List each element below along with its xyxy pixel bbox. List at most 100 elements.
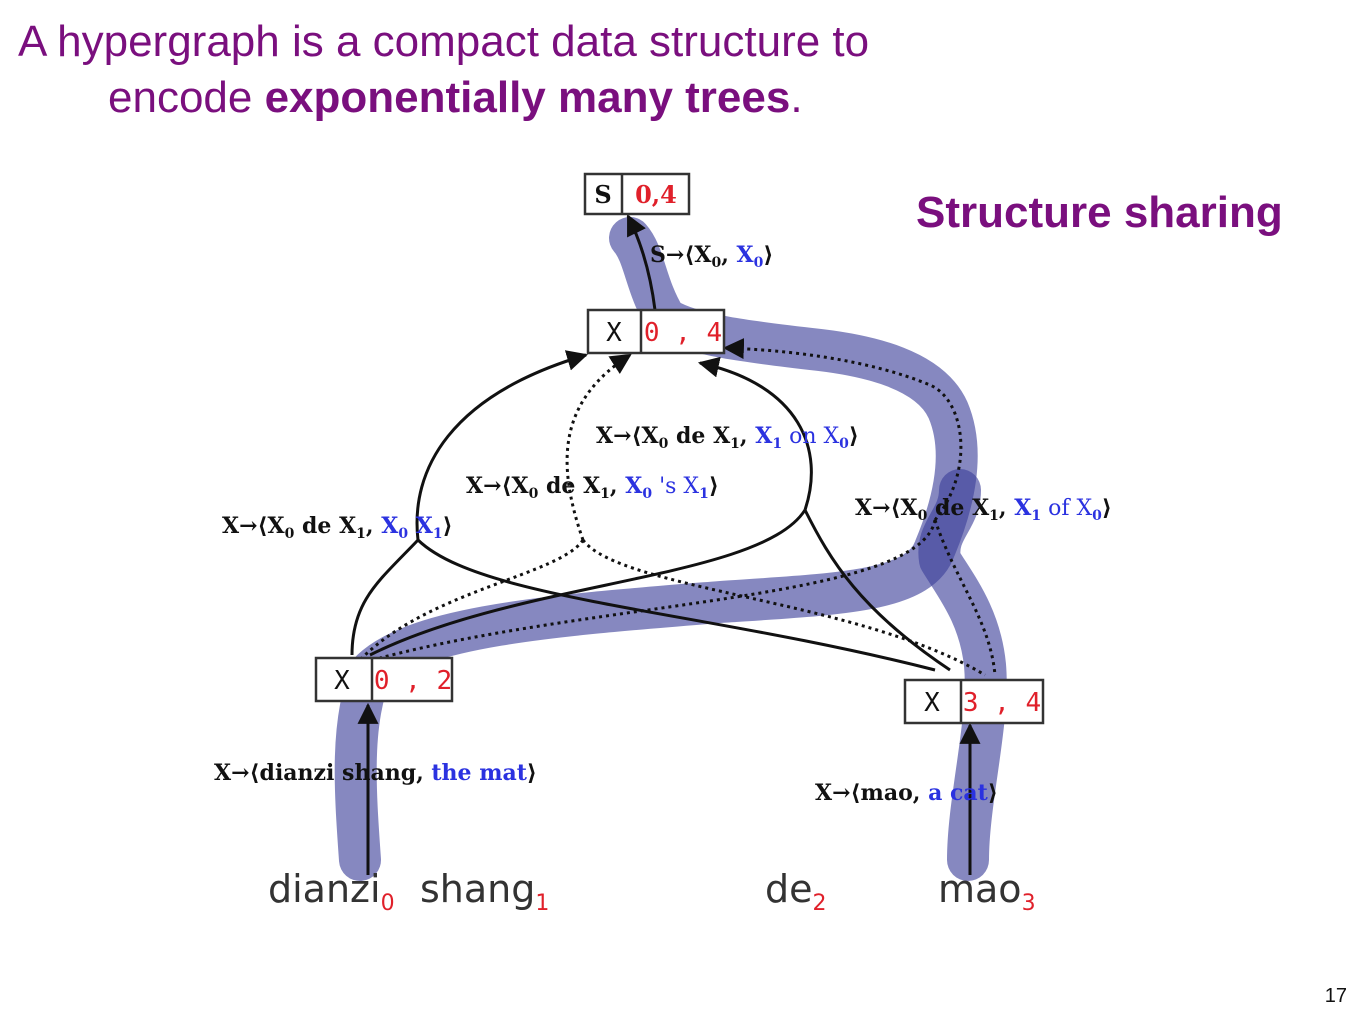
- rule-r4-s1: 1: [989, 508, 999, 524]
- edge-r3-tail-right: [803, 509, 951, 672]
- word-de-text: de: [765, 867, 813, 911]
- rule-r1-t0: 0: [398, 526, 408, 542]
- rule-r2-s0: 0: [529, 486, 539, 502]
- rule-r4-tgt2: of X: [1041, 496, 1092, 521]
- rule-r2-comma: ,: [610, 473, 625, 499]
- rule-top-tgt-sub: 0: [754, 255, 764, 271]
- title-text-part2: encode: [108, 73, 265, 122]
- rule-r3-s1: 1: [730, 436, 740, 452]
- rule-r3: X→⟨X0 de X1, X1 on X0⟩: [596, 423, 859, 452]
- rule-r1: X→⟨X0 de X1, X0 X1⟩: [222, 513, 453, 542]
- rule-top-src-sub: 0: [711, 255, 721, 271]
- rule-top-sep: ,: [721, 242, 736, 268]
- node-X34: X 3 , 4: [903, 678, 1045, 725]
- rule-r2-lhs: X→⟨X: [466, 473, 530, 499]
- node-X34-span: 3 , 4: [963, 688, 1041, 718]
- rule-r4-end: ⟩: [1102, 495, 1112, 521]
- rule-r1-s1: 1: [356, 526, 366, 542]
- rule-top-tgt: X: [737, 242, 755, 268]
- title-text-part1: A hypergraph is a compact data structure…: [18, 17, 870, 66]
- rule-r4-t1: 0: [1092, 508, 1102, 524]
- rule-lex1: X→⟨dianzi shang, the mat⟩: [214, 760, 537, 786]
- rule-r3-t0: 1: [772, 436, 782, 452]
- rule-r3-mid: de X: [668, 423, 731, 449]
- node-X02-span: 0 , 2: [374, 666, 452, 696]
- rule-r1-tgt2: X: [408, 513, 434, 539]
- edge-r1-tail-right: [416, 538, 936, 672]
- node-S04-label: S: [594, 180, 611, 209]
- node-X04-label: X: [606, 318, 622, 348]
- rule-r2: X→⟨X0 de X1, X0 's X1⟩: [466, 473, 719, 502]
- rule-r2-tgt2: 's X: [652, 474, 699, 499]
- edge-r1-to-X04: [415, 350, 589, 541]
- highlight-path-right: [918, 469, 1007, 881]
- word-de: de2: [765, 867, 827, 916]
- word-mao-sub: 3: [1022, 891, 1036, 916]
- edge-r4-tail-right: [933, 519, 997, 676]
- edge-r2-to-X04: [565, 353, 632, 541]
- edge-r4-to-X04: [722, 338, 963, 521]
- node-X04-span: 0 , 4: [644, 318, 722, 348]
- rule-r4-s0: 0: [918, 508, 928, 524]
- node-X04: X 0 , 4: [586, 308, 726, 355]
- rule-top-end: ⟩: [763, 242, 773, 268]
- rule-top-lhs: S: [650, 242, 666, 268]
- rule-r3-tgt: X: [755, 423, 773, 449]
- rule-r1-end: ⟩: [443, 513, 453, 539]
- dotted-hyperedges: [360, 338, 997, 677]
- word-dianzi-text: dianzi: [268, 867, 381, 911]
- rule-r4-lhs: X→⟨X: [855, 495, 919, 521]
- node-X02-label: X: [334, 666, 350, 696]
- edge-top-rule: [626, 214, 657, 311]
- rule-r3-s0: 0: [659, 436, 669, 452]
- rule-lex2-end: ⟩: [988, 780, 998, 806]
- edge-r2-tail-right: [581, 539, 986, 677]
- rule-r3-lhs: X→⟨X: [596, 423, 660, 449]
- rule-r1-tgt: X: [381, 513, 399, 539]
- rule-lex2: X→⟨mao, a cat⟩: [815, 780, 998, 806]
- rule-r2-t0: 0: [642, 486, 652, 502]
- rule-r2-t1: 1: [699, 486, 709, 502]
- edge-r2-tail-left: [360, 539, 585, 660]
- edge-r3-to-X04: [697, 356, 813, 511]
- rule-r1-lhs: X→⟨X: [222, 513, 286, 539]
- node-X34-label: X: [924, 688, 940, 718]
- rule-r2-tgt: X: [625, 473, 643, 499]
- slide-title: A hypergraph is a compact data structure…: [18, 14, 1018, 126]
- word-shang-sub: 1: [535, 891, 549, 916]
- rule-r4-t0: 1: [1031, 508, 1041, 524]
- rule-lex1-tgt: the mat: [431, 760, 527, 786]
- word-dianzi: dianzi0: [268, 867, 395, 916]
- rule-r2-mid: de X: [538, 473, 601, 499]
- solid-hyperedges: [350, 214, 981, 875]
- rule-lex2-lhs: X→⟨mao,: [815, 780, 928, 806]
- rule-r4-tgt: X: [1014, 495, 1032, 521]
- word-shang: shang1: [420, 867, 549, 916]
- title-text-part3: .: [790, 73, 803, 122]
- rule-r2-s1: 1: [600, 486, 610, 502]
- rule-r4: X→⟨X0 de X1, X1 of X0⟩: [855, 495, 1112, 524]
- rule-top: S→⟨X0, X0⟩: [650, 242, 773, 271]
- rule-r2-end: ⟩: [709, 473, 719, 499]
- rule-lex2-tgt: a cat: [928, 780, 989, 806]
- edge-r1-tail-left: [350, 538, 420, 656]
- rule-lex1-lhs: X→⟨dianzi shang,: [214, 760, 431, 786]
- edge-r3-tail-left: [369, 509, 807, 657]
- rule-top-src: ⟨X: [684, 242, 712, 268]
- word-mao: mao3: [938, 867, 1036, 916]
- title-bold-phrase: exponentially many trees: [264, 73, 791, 122]
- rule-r1-mid: de X: [294, 513, 357, 539]
- rule-r3-t1: 0: [839, 436, 849, 452]
- node-X02: X 0 , 2: [314, 656, 454, 703]
- node-S04: S 0,4: [583, 172, 691, 216]
- rule-r3-tgt2: on X: [782, 424, 839, 449]
- word-mao-text: mao: [938, 867, 1022, 911]
- structure-sharing-label: Structure sharing: [916, 188, 1283, 237]
- rule-r4-comma: ,: [999, 495, 1014, 521]
- rule-r4-mid: de X: [927, 495, 990, 521]
- rule-r3-end: ⟩: [849, 423, 859, 449]
- rule-r1-t1: 1: [433, 526, 443, 542]
- rule-r1-s0: 0: [285, 526, 295, 542]
- rule-lex1-end: ⟩: [527, 760, 537, 786]
